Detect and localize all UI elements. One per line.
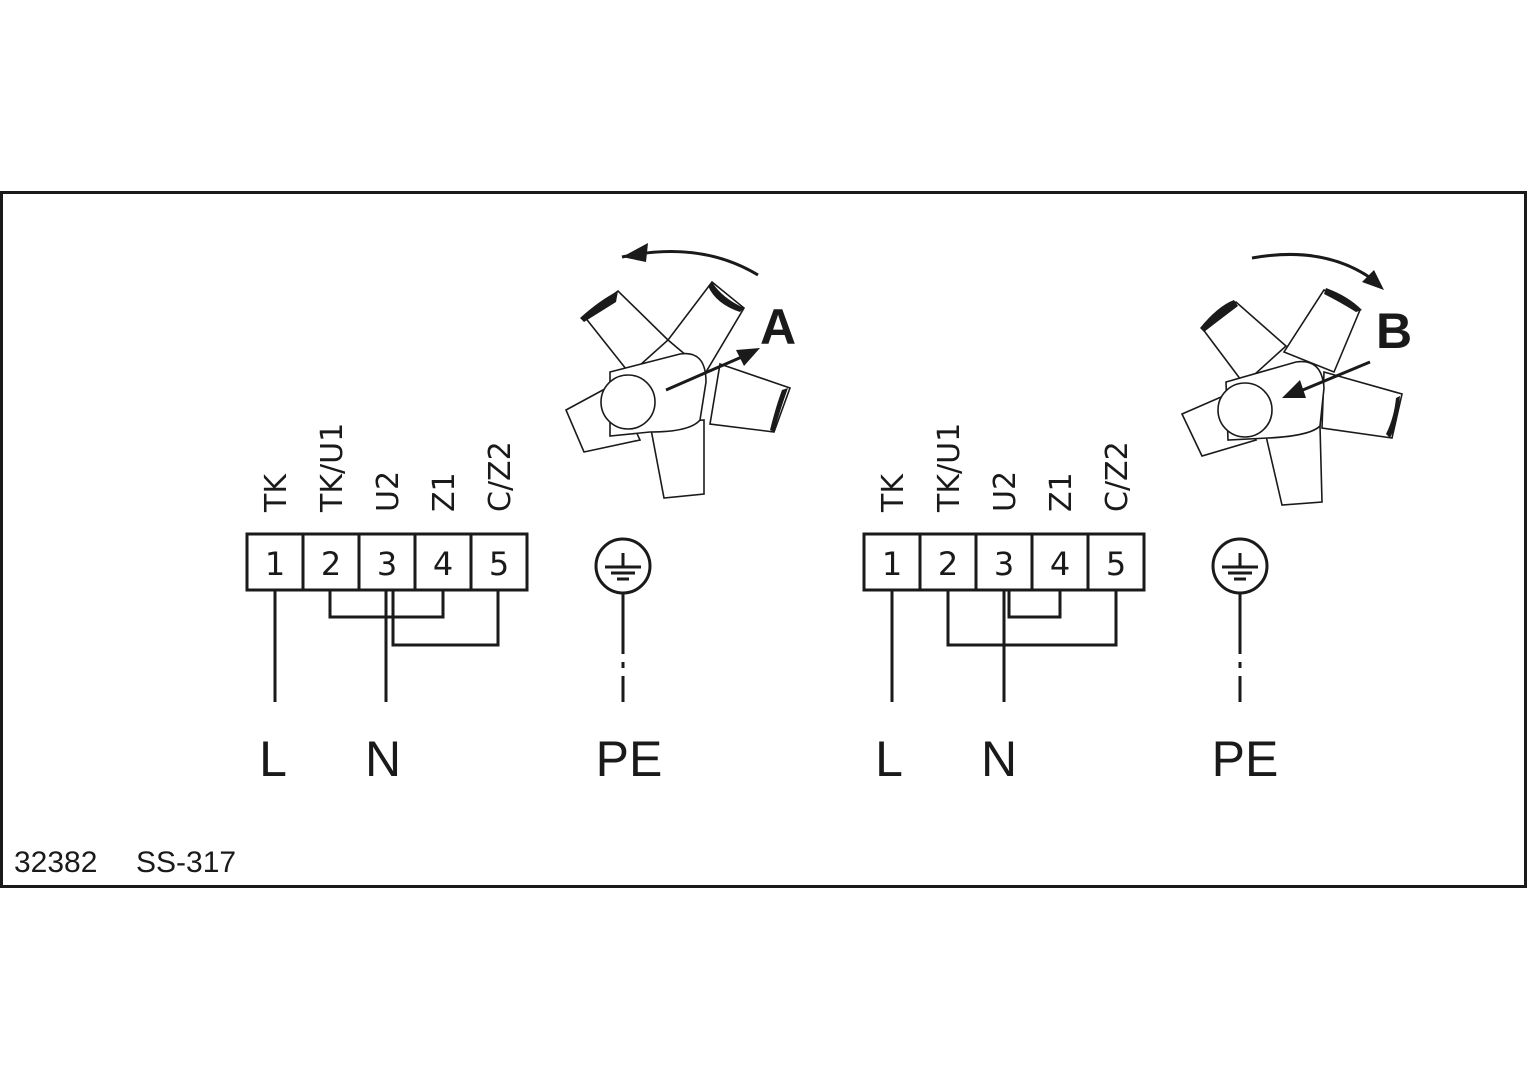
terminal-label: C/Z2 <box>1100 441 1135 512</box>
terminal-number: 5 <box>1106 545 1126 583</box>
terminal-number: 3 <box>377 545 397 583</box>
hub-circle <box>600 374 656 430</box>
rotation-arrowhead <box>622 243 648 262</box>
terminal-labels-a: TK TK/U1 U2 Z1 C/Z2 <box>259 423 518 513</box>
terminal-label: Z1 <box>1044 472 1079 512</box>
blade-tip <box>580 291 618 322</box>
rotation-label: A <box>760 299 796 355</box>
terminal-number: 4 <box>433 545 453 583</box>
direction-arrowhead <box>1282 380 1306 398</box>
terminal-number: 1 <box>882 545 902 583</box>
terminal-number: 5 <box>489 545 509 583</box>
terminal-number: 1 <box>265 545 285 583</box>
bridge-2-5 <box>946 590 1118 647</box>
terminal-label: U2 <box>988 471 1023 512</box>
bridge-3-4 <box>1007 590 1062 619</box>
hub-circle <box>1217 382 1273 438</box>
terminal-label: Z1 <box>427 472 462 512</box>
terminal-label: TK <box>259 473 294 513</box>
terminal-block-a: 1 2 3 4 5 <box>245 532 529 592</box>
blade-tip <box>770 388 788 432</box>
supply-label-line: L <box>875 731 903 787</box>
blade <box>709 362 792 433</box>
terminal-label: TK/U1 <box>932 423 967 513</box>
blade <box>1321 370 1403 439</box>
wiring-b <box>890 590 1118 702</box>
rotation-arrowhead <box>1362 270 1384 290</box>
blade-tip <box>1200 300 1238 332</box>
bridge-2-4 <box>328 590 445 619</box>
blade <box>1180 392 1258 457</box>
rotation-label: B <box>1376 303 1412 359</box>
panel-b: TK TK/U1 U2 Z1 C/Z2 1 2 3 4 5 <box>862 252 1412 787</box>
terminal-number: 2 <box>938 545 958 583</box>
fan-impeller-a-icon: A <box>564 243 796 499</box>
terminal-label: TK/U1 <box>315 423 350 513</box>
terminal-number: 4 <box>1050 545 1070 583</box>
supply-label-line: L <box>259 731 287 787</box>
blade-tip <box>708 282 744 312</box>
direction-arrow <box>1297 360 1371 394</box>
rotation-arrow-cw <box>1251 252 1381 287</box>
blade-tip <box>1386 396 1400 438</box>
terminal-block-b: 1 2 3 4 5 <box>862 532 1146 592</box>
supply-label-neutral: N <box>981 731 1017 787</box>
earth-b <box>1211 537 1269 702</box>
supply-label-neutral: N <box>365 731 401 787</box>
direction-arrow <box>665 354 745 392</box>
terminal-number: 2 <box>321 545 341 583</box>
terminal-label: C/Z2 <box>483 441 518 512</box>
drawing-reference: SS-317 <box>136 846 236 879</box>
drawing-code: 32382 <box>14 846 97 879</box>
terminal-label: U2 <box>371 471 406 512</box>
fan-impeller-b-icon: B <box>1180 252 1412 506</box>
frame <box>0 191 1527 888</box>
supply-label-earth: PE <box>1212 731 1279 787</box>
direction-arrowhead <box>736 348 760 366</box>
earth-a <box>594 537 652 702</box>
panel-a: TK TK/U1 U2 Z1 C/Z2 1 2 3 4 5 <box>245 243 796 787</box>
wiring-a <box>273 590 500 702</box>
blade-tip <box>1324 288 1362 312</box>
terminal-labels-b: TK TK/U1 U2 Z1 C/Z2 <box>876 423 1135 513</box>
terminal-number: 3 <box>994 545 1014 583</box>
terminal-label: TK <box>876 473 911 513</box>
bridge-3-5 <box>391 590 500 647</box>
supply-label-earth: PE <box>596 731 663 787</box>
